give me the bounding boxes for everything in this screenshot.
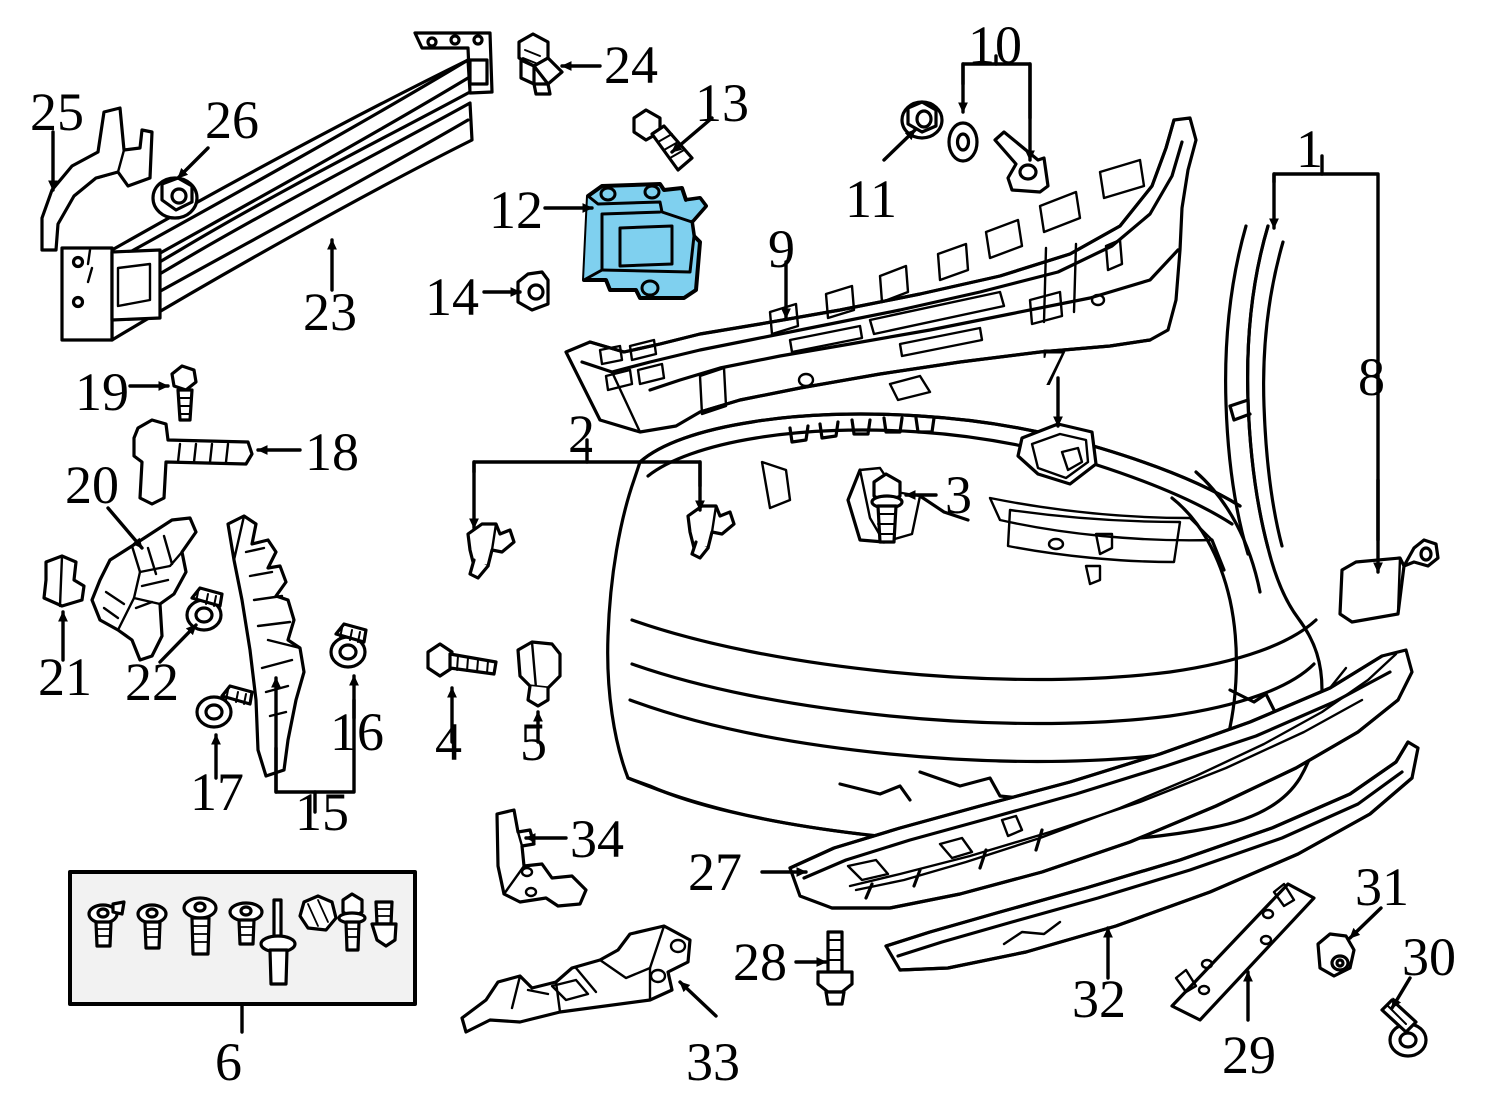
callout-label-33[interactable]: 33 [686, 1032, 740, 1092]
callout-label-7[interactable]: 7 [1040, 337, 1067, 397]
part-guide-screw-17 [195, 684, 254, 729]
part-license-plate-bracket [1170, 882, 1316, 1022]
callout-label-4[interactable]: 4 [435, 712, 462, 772]
part-beam-flange-nut [151, 176, 199, 220]
callout-label-6[interactable]: 6 [215, 1032, 242, 1092]
part-corner-retainer-bracket-34 [495, 808, 588, 908]
callout-label-27[interactable]: 27 [688, 842, 742, 902]
callout-label-2[interactable]: 2 [568, 404, 595, 464]
callout-label-16[interactable]: 16 [330, 702, 384, 762]
hardware-kit-box [68, 870, 417, 1006]
part-impact-beam-bolt [517, 32, 564, 96]
callout-label-25[interactable]: 25 [30, 82, 84, 142]
callout-label-1[interactable]: 1 [1296, 119, 1323, 179]
callout-label-32[interactable]: 32 [1072, 969, 1126, 1029]
callout-label-3[interactable]: 3 [945, 465, 972, 525]
part-bumper-retainer-clip-b [686, 504, 736, 560]
callout-label-22[interactable]: 22 [125, 652, 179, 712]
callout-label-31[interactable]: 31 [1355, 857, 1409, 917]
part-bumper-cover-side-bracket [1338, 538, 1440, 624]
callout-label-14[interactable]: 14 [425, 267, 479, 327]
part-hex-flange-bolt-3 [870, 472, 904, 544]
callout-label-9[interactable]: 9 [768, 219, 795, 279]
callout-label-21[interactable]: 21 [38, 647, 92, 707]
part-rear-reinforcement-panel [564, 116, 1198, 434]
part-bracket-screw-22 [185, 586, 224, 632]
part-tow-hook-cover [1016, 422, 1098, 486]
callout-label-11[interactable]: 11 [845, 169, 897, 229]
part-bumper-cover [606, 224, 1324, 845]
part-bumper-retainer-clip-a [466, 522, 516, 580]
part-plate-screw-30 [1380, 998, 1428, 1058]
callout-label-29[interactable]: 29 [1222, 1025, 1276, 1085]
part-hex-bolt-13 [632, 108, 694, 172]
part-park-sensor-retainer-5 [516, 640, 562, 708]
part-edge-clip-21 [42, 554, 86, 608]
part-tapping-screw-4 [426, 642, 498, 678]
part-bumper-mounting-bracket-highlighted [582, 182, 708, 300]
part-guide-rail-15 [226, 514, 306, 778]
part-retaining-nut-14 [516, 270, 550, 312]
callout-label-5[interactable]: 5 [520, 712, 547, 772]
callout-label-15[interactable]: 15 [295, 782, 349, 842]
callout-label-26[interactable]: 26 [205, 90, 259, 150]
callout-label-8[interactable]: 8 [1358, 347, 1385, 407]
part-impact-beam [60, 31, 494, 342]
callout-label-30[interactable]: 30 [1402, 927, 1456, 987]
callout-label-34[interactable]: 34 [570, 809, 624, 869]
part-lower-side-bracket-33 [460, 924, 692, 1034]
callout-label-19[interactable]: 19 [75, 362, 129, 422]
part-lower-valance-panel [788, 648, 1414, 910]
part-bumper-side-guide-18 [132, 418, 254, 506]
callout-label-10[interactable]: 10 [968, 15, 1022, 75]
callout-label-28[interactable]: 28 [733, 932, 787, 992]
part-side-mounting-bracket-20 [90, 516, 198, 662]
part-bracket-10 [993, 130, 1050, 194]
part-valance-bolt-28 [816, 930, 854, 1006]
part-washer-10 [947, 121, 979, 163]
part-lower-trim-molding [884, 740, 1420, 972]
part-guide-screw-16 [329, 622, 368, 669]
callout-label-13[interactable]: 13 [695, 73, 749, 133]
part-flange-nut-11 [900, 100, 944, 140]
callout-label-24[interactable]: 24 [604, 35, 658, 95]
part-guide-bolt-19 [170, 364, 198, 422]
part-plate-retaining-nut-31 [1316, 932, 1356, 978]
callout-label-23[interactable]: 23 [303, 282, 357, 342]
callout-label-12[interactable]: 12 [489, 180, 543, 240]
callout-label-17[interactable]: 17 [190, 762, 244, 822]
callout-label-20[interactable]: 20 [65, 455, 119, 515]
callout-label-18[interactable]: 18 [305, 422, 359, 482]
